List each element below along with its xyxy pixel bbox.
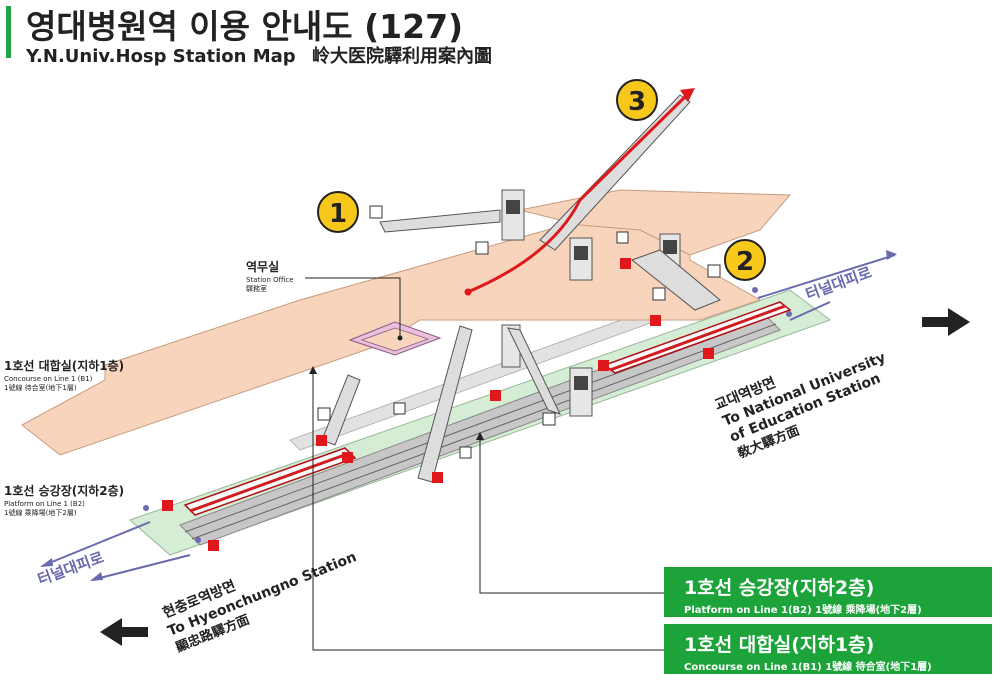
exit-3-route <box>467 90 692 294</box>
route-start-dot <box>464 288 472 296</box>
platform-label-ko: 1호선 승강장(지하2층) <box>4 483 124 498</box>
concourse-label-ko: 1호선 대합실(지하1층) <box>4 358 124 373</box>
station-office-leader <box>305 277 401 338</box>
concourse-label-en: Concourse on Line 1 (B1) <box>4 375 93 383</box>
direction-right-arrow-icon <box>922 308 970 336</box>
elevator-2 <box>569 237 593 281</box>
page-title: 영대병원역 이용 안내도 (127) <box>26 7 464 46</box>
legend-concourse: 1호선 대합실(지하1층) Concourse on Line 1(B1) 1號… <box>664 624 992 674</box>
exit-1-number: 1 <box>329 199 347 229</box>
exit-3-marker: 3 <box>616 79 658 121</box>
elevator-icon <box>475 241 489 255</box>
leader-arrow <box>476 432 484 440</box>
exit-2-stairs <box>630 249 721 311</box>
station-office-cjk: 驛務室 <box>246 284 267 293</box>
platform-label-en: Platform on Line 1 (B2) <box>4 500 85 508</box>
tunnel-arrow-right-lower <box>789 301 831 321</box>
concourse-label-cjk: 1號線 待合室(地下1層) <box>4 383 77 392</box>
platform-label-cjk: 1號線 乘降場(地下2層) <box>4 508 77 517</box>
escalator-icon <box>542 412 556 426</box>
tunnel-arrow-left-upper <box>41 521 151 567</box>
tunnel-arrowhead <box>886 250 897 260</box>
title-english: Y.N.Univ.Hosp Station Map <box>26 46 296 67</box>
phone-icon <box>459 446 472 459</box>
fire-extinguisher-icon <box>342 452 353 463</box>
station-office-inner <box>360 327 430 352</box>
fire-extinguisher-icon <box>162 500 173 511</box>
tunnel-arrow-right-upper <box>757 254 896 299</box>
phone-icon <box>616 231 629 244</box>
tunnel-arrow-left-lower <box>91 554 191 581</box>
tunnel-label-right: 터널대피로 <box>803 263 874 304</box>
legend-platform: 1호선 승강장(지하2층) Platform on Line 1(B2) 1號線… <box>664 567 992 617</box>
exit-1-marker: 1 <box>317 191 359 233</box>
page-subtitle: Y.N.Univ.Hosp Station Map 岭大医院驛利用案內圖 <box>26 42 502 68</box>
legend-concourse-title: 1호선 대합실(지하1층) <box>684 634 875 656</box>
train-right <box>603 301 792 374</box>
exit-3-stairs <box>539 94 691 251</box>
exit-1-stairs <box>379 209 501 233</box>
title-accent-bar <box>6 6 11 58</box>
rail-line-2 <box>191 323 777 540</box>
platform-leader-line <box>479 438 664 594</box>
elevator-1 <box>501 189 525 241</box>
leader-arrow <box>309 366 317 374</box>
stair-down-3 <box>507 327 561 415</box>
fire-extinguisher-icon <box>208 540 219 551</box>
title-cjk: 岭大医院驛利用案內圖 <box>311 46 492 67</box>
running-person-icon <box>143 505 149 511</box>
legend-platform-title: 1호선 승강장(지하2층) <box>684 577 875 599</box>
elevator-4 <box>569 367 593 417</box>
escalator-icon <box>369 205 383 219</box>
restroom-icon <box>652 287 666 301</box>
stair-down-1 <box>321 374 361 446</box>
exit-2-marker: 2 <box>724 239 766 281</box>
fire-extinguisher-icon <box>650 315 661 326</box>
leader-dot <box>397 335 403 341</box>
station-office-ko: 역무실 <box>246 259 279 274</box>
legend-concourse-sub: Concourse on Line 1(B1) 1號線 待合室(地下1層) <box>684 662 932 673</box>
concourse-leader-line <box>312 372 664 651</box>
fire-extinguisher-icon <box>703 348 714 359</box>
phone-icon <box>393 402 406 415</box>
exit-2-number: 2 <box>736 247 754 277</box>
stair-down-2 <box>417 325 473 483</box>
tunnel-arrowhead <box>40 558 53 567</box>
fire-extinguisher-icon <box>598 360 609 371</box>
escalator-icon <box>707 264 721 278</box>
direction-left-arrow-icon <box>100 618 148 646</box>
fire-extinguisher-icon <box>316 435 327 446</box>
running-person-icon <box>752 287 758 293</box>
running-person-icon <box>195 537 201 543</box>
fire-extinguisher-icon <box>620 258 631 269</box>
fire-extinguisher-icon <box>432 472 443 483</box>
station-office-en: Station Office <box>246 276 294 284</box>
tunnel-arrowhead <box>90 572 103 581</box>
exit-3-number: 3 <box>628 87 646 117</box>
running-person-icon <box>786 311 792 317</box>
fire-extinguisher-icon <box>490 390 501 401</box>
escalator-icon <box>317 407 331 421</box>
route-arrow-head <box>680 88 695 102</box>
legend-platform-sub: Platform on Line 1(B2) 1號線 乘降場(地下2層) <box>684 605 922 616</box>
